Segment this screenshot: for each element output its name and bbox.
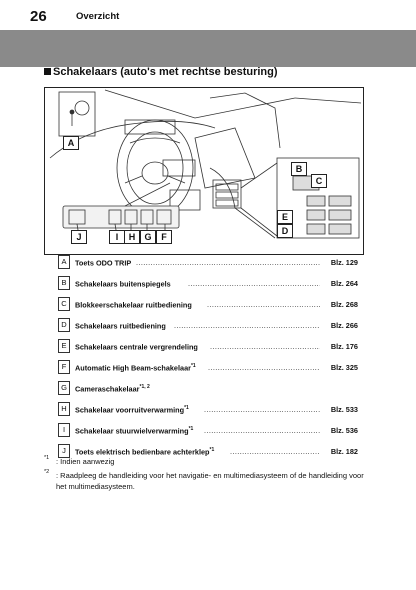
item-page: Blz. 268	[330, 300, 358, 309]
callout-e: E	[277, 210, 293, 224]
item-label: Schakelaars buitenspiegels	[75, 279, 171, 289]
list-item: H Schakelaar voorruitverwarming*1 ......…	[58, 402, 358, 416]
item-page: Blz. 264	[330, 279, 358, 288]
item-label: Schakelaars centrale vergrendeling	[75, 342, 198, 352]
item-sup: *1	[209, 447, 215, 453]
section-title-text: Schakelaars (auto's met rechtse besturin…	[53, 66, 278, 78]
item-sup: *1	[184, 405, 189, 411]
item-sup: *1	[188, 426, 194, 432]
callout-c: C	[311, 174, 327, 188]
item-key: C	[58, 297, 70, 311]
callout-i: I	[109, 230, 125, 244]
callout-h: H	[124, 230, 140, 244]
square-bullet-icon	[44, 68, 51, 75]
item-page: Blz. 533	[330, 405, 358, 414]
item-label: Toets ODO TRIP	[75, 258, 132, 268]
item-key: A	[58, 255, 70, 269]
list-item: I Schakelaar stuurwielverwarming*1 .....…	[58, 423, 358, 437]
footnote: *2 : Raadpleeg de handleiding voor het n…	[44, 469, 374, 492]
list-item: G Cameraschakelaar*1, 2	[58, 381, 358, 395]
item-key: H	[58, 402, 70, 416]
footnote-mark: *2	[44, 469, 50, 475]
callout-d: D	[277, 224, 293, 238]
chapter-title: Overzicht	[76, 11, 120, 22]
page-header: 26 Overzicht	[0, 0, 416, 30]
list-item: A Toets ODO TRIP .......................…	[58, 255, 358, 269]
list-item: F Automatic High Beam-schakelaar*1 .....…	[58, 360, 358, 374]
list-item: J Toets elektrisch bedienbare achterklep…	[58, 444, 358, 458]
footnote-mark: *1	[44, 455, 50, 461]
item-key: I	[58, 423, 70, 437]
item-label: Schakelaar stuurwielverwarming	[75, 426, 189, 436]
list-item: D Schakelaars ruitbediening ............…	[58, 318, 358, 332]
item-label: Automatic High Beam-schakelaar	[75, 363, 191, 373]
footnote-text: : Raadpleeg de handleiding voor het navi…	[56, 471, 364, 491]
item-sup: *1, 2	[139, 384, 150, 390]
dashboard-drawing	[49, 89, 362, 239]
footnote-text: : Indien aanwezig	[56, 457, 115, 466]
callout-b: B	[291, 162, 307, 176]
item-page: Blz. 266	[330, 321, 358, 330]
item-key: E	[58, 339, 70, 353]
item-page: Blz. 129	[330, 258, 358, 267]
item-sup: *1	[190, 363, 196, 369]
footnote: *1 : Indien aanwezig	[44, 455, 374, 467]
item-label: Schakelaars ruitbediening	[75, 321, 166, 331]
callout-a: A	[63, 136, 79, 150]
item-page: Blz. 182	[330, 447, 358, 456]
header-band	[0, 30, 416, 67]
list-item: C Blokkeerschakelaar ruitbediening .....…	[58, 297, 358, 311]
item-label: Blokkeerschakelaar ruitbediening	[75, 300, 192, 310]
callout-f: F	[156, 230, 172, 244]
item-page: Blz. 536	[330, 426, 358, 435]
item-key: G	[58, 381, 70, 395]
dashboard-illustration: A B C E D J I H G F	[44, 87, 364, 255]
item-key: F	[58, 360, 70, 374]
section-title: Schakelaars (auto's met rechtse besturin…	[44, 66, 278, 78]
item-label: Toets elektrisch bedienbare achterklep	[75, 447, 210, 457]
item-key: J	[58, 444, 70, 458]
item-label: Cameraschakelaar	[75, 384, 140, 394]
callout-j: J	[71, 230, 87, 244]
callout-g: G	[140, 230, 156, 244]
list-item: E Schakelaars centrale vergrendeling ...…	[58, 339, 358, 353]
page-number: 26	[30, 8, 47, 25]
list-item: B Schakelaars buitenspiegels ...........…	[58, 276, 358, 290]
footnotes: *1 : Indien aanwezig *2 : Raadpleeg de h…	[44, 455, 374, 495]
item-key: B	[58, 276, 70, 290]
item-page: Blz. 176	[330, 342, 358, 351]
item-label: Schakelaar voorruitverwarming	[75, 405, 185, 415]
item-page: Blz. 325	[330, 363, 358, 372]
item-key: D	[58, 318, 70, 332]
